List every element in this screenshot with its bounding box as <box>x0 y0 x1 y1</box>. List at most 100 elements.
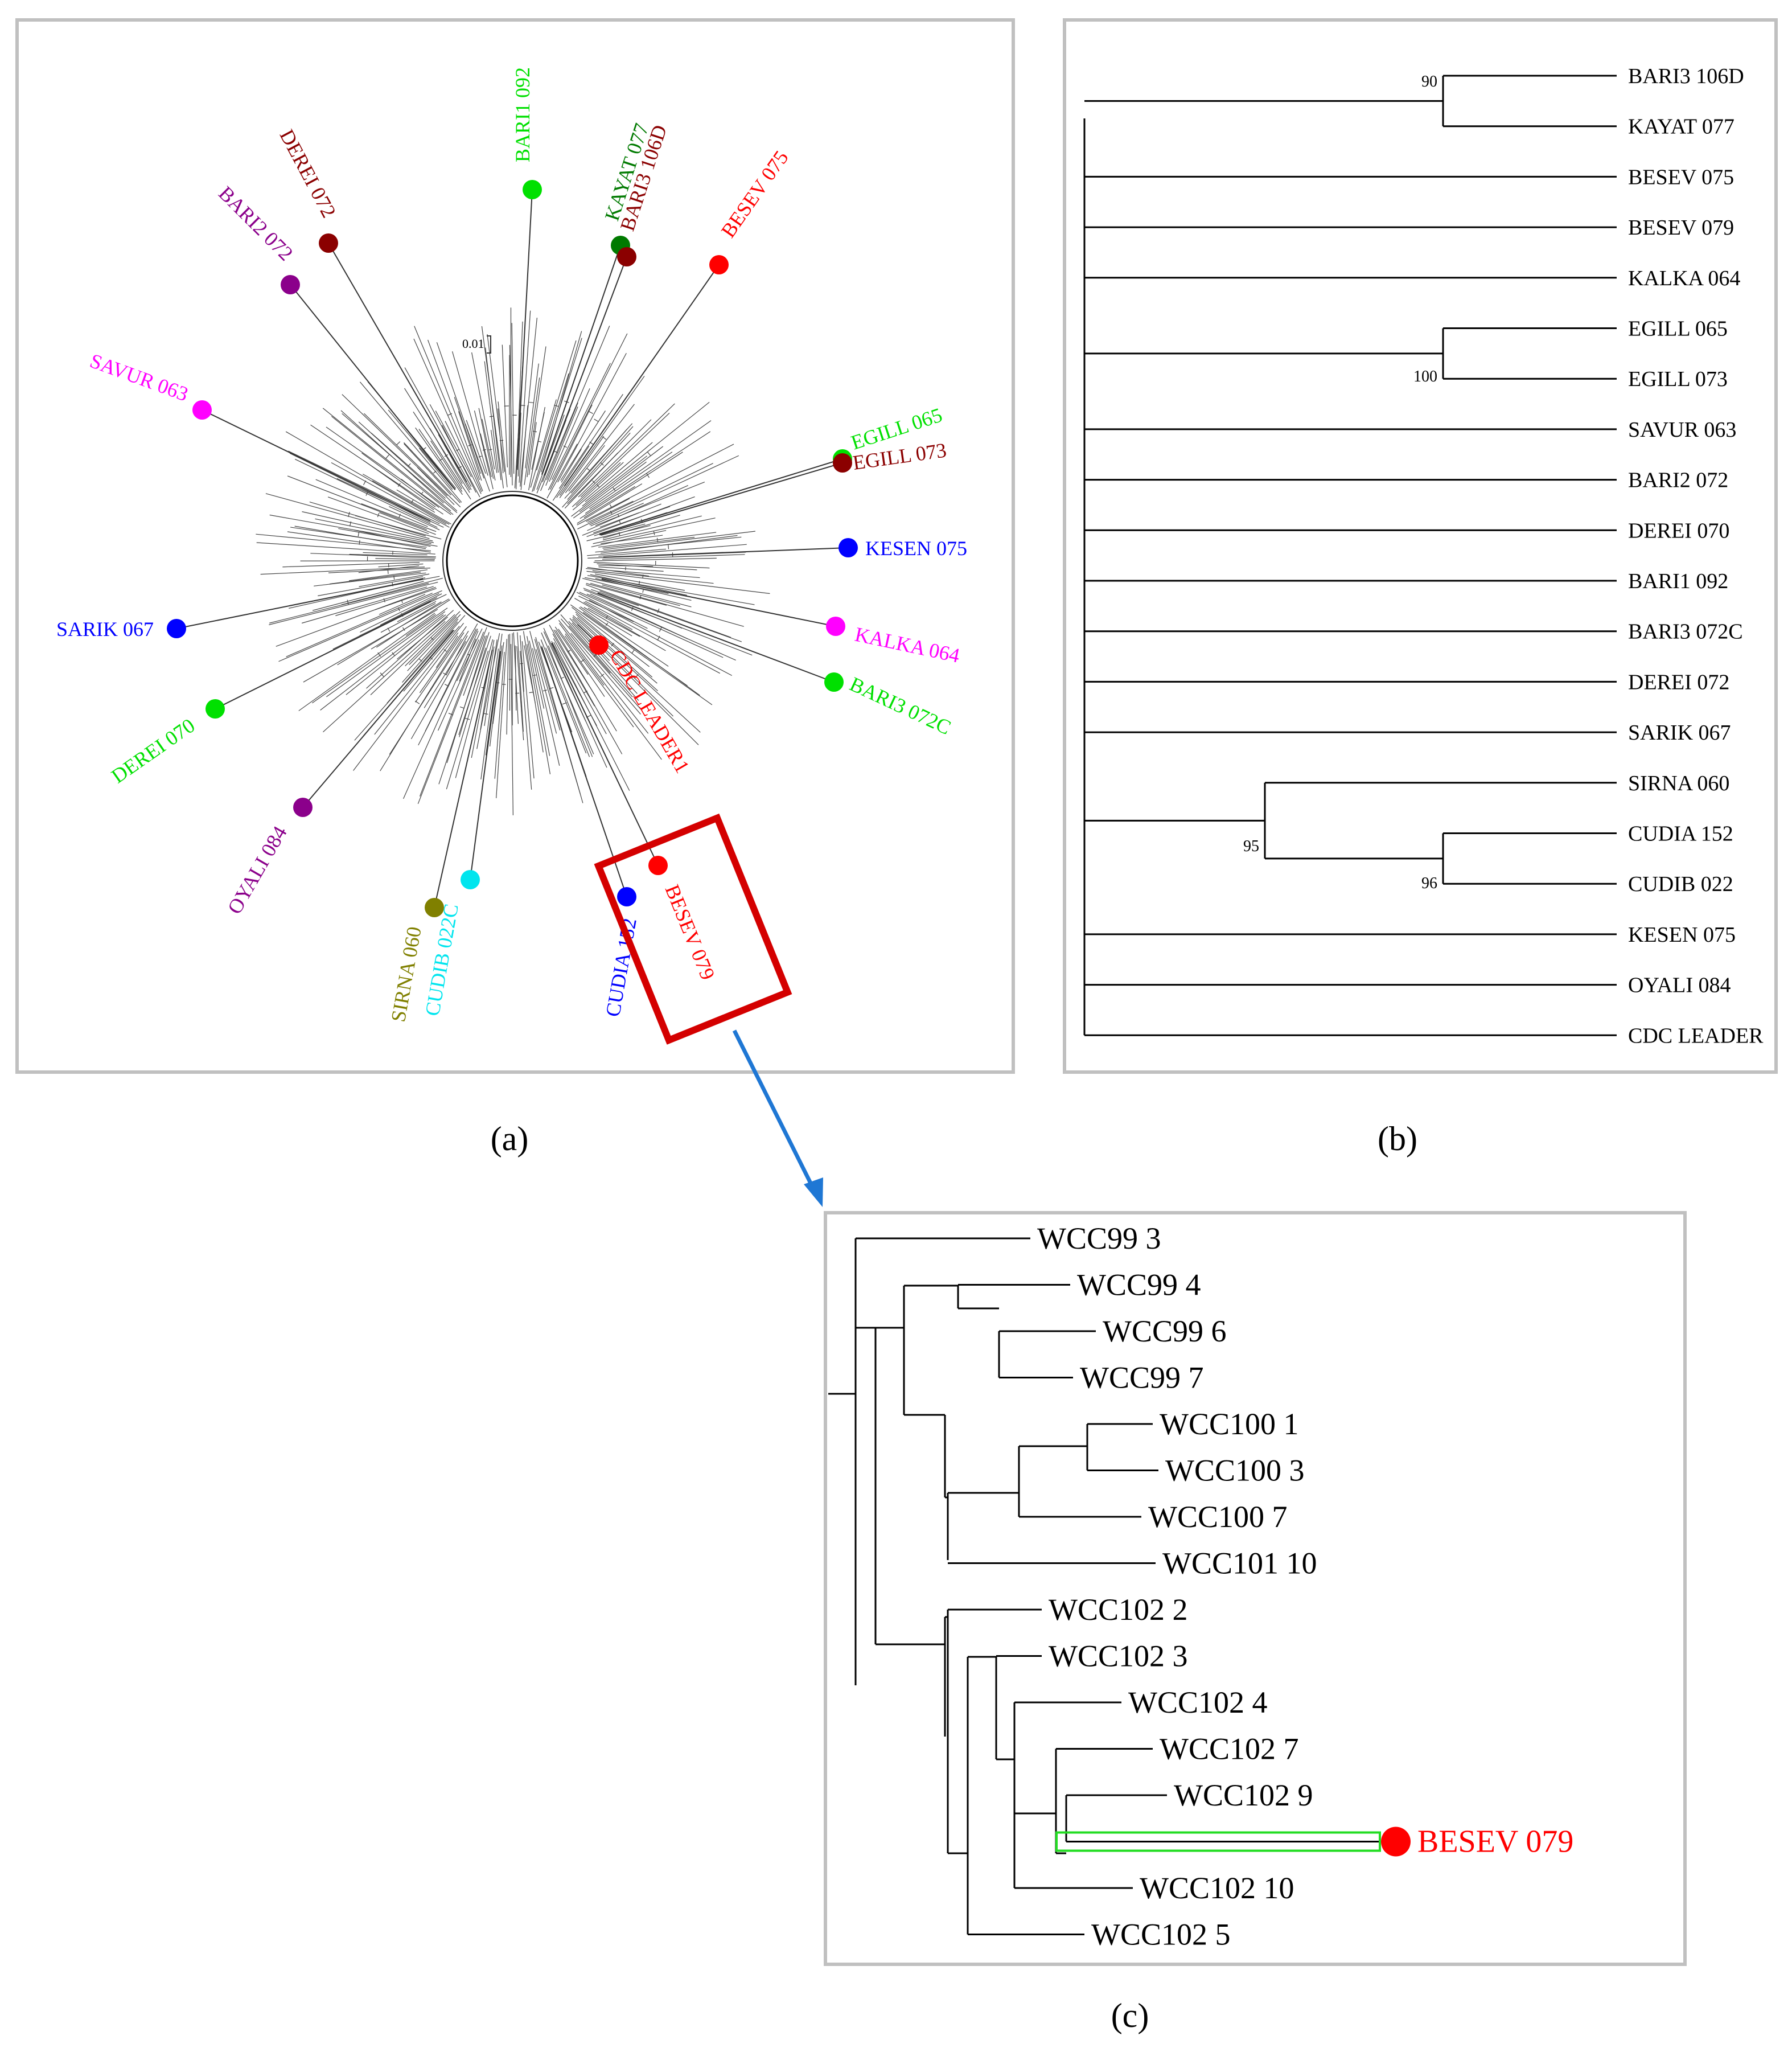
tree-branch <box>579 592 724 658</box>
taxon-dot <box>709 255 729 274</box>
tree-branch <box>290 527 427 548</box>
tree-branch <box>413 411 471 500</box>
tree-branch <box>446 635 468 676</box>
tree-branch <box>466 420 486 474</box>
tree-branch <box>578 596 634 622</box>
tree-branch <box>601 523 646 536</box>
tree-branch <box>578 403 675 498</box>
tree-branch <box>516 646 524 741</box>
tree-branch <box>570 604 713 705</box>
tree-branch-join <box>402 627 405 631</box>
tree-branch <box>520 651 532 790</box>
tree-branch <box>572 622 638 694</box>
tree-branch <box>445 421 482 494</box>
taxon-label: BARI3 072C <box>1628 620 1743 644</box>
tree-branch <box>580 606 669 667</box>
tree-branch <box>438 434 470 490</box>
tree-branch <box>560 614 633 697</box>
bootstrap-value: 100 <box>1413 368 1437 385</box>
tree-branch <box>586 568 700 578</box>
tree-branch <box>558 394 623 489</box>
taxon-dot <box>833 453 852 473</box>
tree-branch <box>590 574 687 596</box>
tree-branch <box>586 496 695 537</box>
panel-b-frame <box>1063 18 1778 1074</box>
taxon-label: WCC102 2 <box>1049 1593 1188 1627</box>
bootstrap-value: 90 <box>1421 73 1437 91</box>
tree-branch <box>318 576 424 597</box>
tree-branch <box>484 639 498 727</box>
tree-branch <box>415 632 465 703</box>
tree-branch <box>525 363 539 469</box>
tree-branch <box>363 552 428 556</box>
tree-branch <box>546 444 578 499</box>
tree-branch <box>602 536 695 549</box>
tree-branch <box>298 613 435 711</box>
tree-branch <box>552 445 590 501</box>
spoke-branch <box>597 592 835 683</box>
tree-branch <box>520 405 528 490</box>
tree-branch <box>548 645 593 757</box>
tree-branch <box>360 381 462 503</box>
tree-branch <box>360 593 439 633</box>
scale-bar: 0.01 <box>462 335 491 354</box>
tree-branch <box>338 528 438 547</box>
tree-branch <box>435 635 458 668</box>
tree-branch <box>559 623 662 760</box>
tree-branch <box>346 614 446 695</box>
panel-b-caption: (b) <box>1378 1120 1417 1158</box>
taxon-label: KESEN 075 <box>865 537 967 560</box>
tree-branch <box>536 340 577 471</box>
tree-branch-join <box>611 643 614 647</box>
tree-branch <box>586 571 770 594</box>
tree-branch <box>570 428 628 494</box>
taxon-label: DEREI 070 <box>1628 519 1729 543</box>
taxon-dot <box>589 635 609 655</box>
tree-branch-join <box>581 659 585 662</box>
taxon-label: SARIK 067 <box>56 618 154 641</box>
tree-branch <box>374 623 465 735</box>
tree-branch-join <box>489 416 494 417</box>
tree-branch <box>532 648 560 766</box>
tree-branch <box>549 388 590 482</box>
tree-branch <box>583 486 635 518</box>
panel-c-frame <box>824 1211 1687 1966</box>
tree-branch <box>559 436 605 498</box>
tree-branch <box>359 573 430 587</box>
tree-branch <box>370 614 455 696</box>
spoke-branch <box>544 256 627 476</box>
tree-branch <box>598 544 747 557</box>
tree-branch <box>595 482 705 526</box>
taxon-label: SAVUR 063 <box>1628 418 1736 442</box>
tree-branch <box>590 503 644 527</box>
tree-branch <box>543 627 607 768</box>
taxon-label: CUDIA 152 <box>1628 822 1733 846</box>
tree-branch <box>265 493 430 539</box>
tree-branch-join <box>589 441 594 445</box>
spoke-branch <box>176 578 424 629</box>
tree-branch <box>388 409 454 489</box>
taxon-label: WCC100 3 <box>1165 1454 1305 1488</box>
taxon-dot <box>824 672 844 692</box>
tree-branch <box>428 339 480 481</box>
tree-branch <box>320 614 444 711</box>
tree-branch <box>587 567 650 577</box>
tree-branch <box>364 413 461 508</box>
tree-branch <box>576 592 648 629</box>
taxon-label: BESEV 079 <box>1417 1824 1573 1860</box>
tree-center-ring <box>446 494 579 627</box>
tree-branch <box>579 461 647 512</box>
tree-branch <box>419 448 453 490</box>
taxon-label: BARI2 072 <box>1628 469 1728 492</box>
taxon-label: BARI1 092 <box>511 67 534 162</box>
tree-branch <box>510 644 513 815</box>
tree-branch-join <box>647 451 651 456</box>
tree-branch <box>425 629 477 732</box>
tree-branch <box>587 608 640 637</box>
tree-branch <box>541 331 582 473</box>
tree-branch <box>380 638 462 771</box>
tree-branch <box>551 363 611 480</box>
spoke-branch <box>599 462 843 536</box>
